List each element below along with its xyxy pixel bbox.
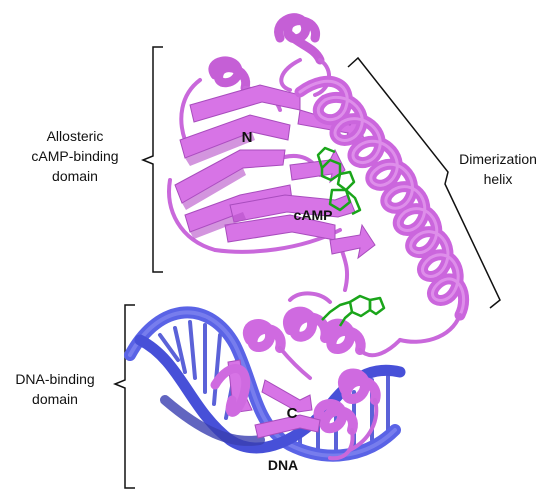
bracket-dimerization-helix [347, 56, 501, 309]
figure-labels: Allosteric cAMP-binding domain Dimerizat… [15, 128, 537, 473]
label-dna-binding-line2: domain [32, 391, 78, 407]
label-c-terminus: C [287, 405, 298, 422]
label-camp: cAMP [294, 207, 333, 223]
camp-ligand-lower [321, 294, 386, 327]
label-dna: DNA [268, 457, 298, 473]
camp-ligand-upper [316, 146, 362, 216]
label-dimerization-line1: Dimerization [459, 151, 537, 167]
label-n-terminus: N [242, 129, 253, 146]
label-dna-binding-line1: DNA-binding [15, 371, 94, 387]
protein-dna-binding-domain [210, 291, 402, 461]
label-dimerization-line2: helix [484, 171, 513, 187]
label-allosteric-line1: Allosteric [47, 128, 104, 144]
bracket-allosteric-domain [140, 46, 163, 273]
protein-dimerization-helix [294, 75, 470, 344]
label-allosteric-line2: cAMP-binding [31, 148, 118, 164]
protein-allosteric-domain [167, 13, 376, 292]
bracket-dna-binding-domain [112, 304, 135, 489]
label-allosteric-line3: domain [52, 168, 98, 184]
